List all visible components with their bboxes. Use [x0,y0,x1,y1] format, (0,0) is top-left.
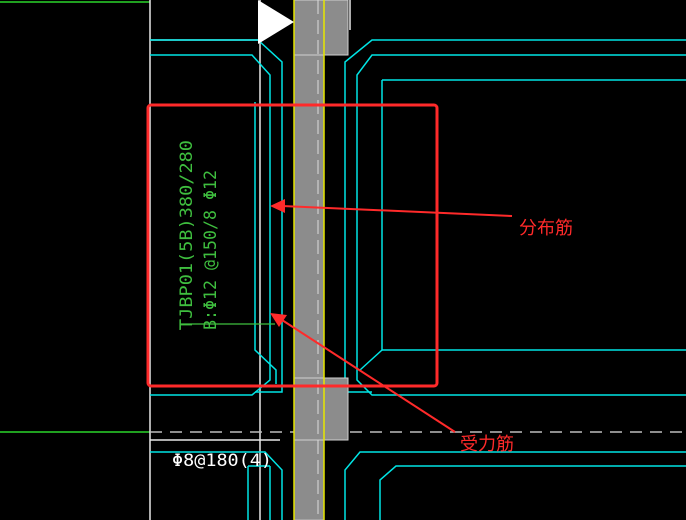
beam-column-top [293,0,349,56]
arrow-distribution [281,205,513,217]
beam-label-line2: B:Φ12 @150/8 Φ12 [201,170,220,330]
arrowhead-stressed-icon [270,313,287,327]
annotation-stressed-rebar: 受力筋 [460,434,514,455]
beam-body [293,54,325,520]
annotation-distribution-rebar: 分布筋 [519,218,573,239]
beam-label-line1: TJBP01(5B)380/280 [177,140,196,330]
highlight-box [146,103,439,388]
beam[interactable] [293,0,349,520]
foundation-outlines [150,39,686,520]
triangle-marker-icon[interactable] [258,0,294,44]
arrow-stressed [281,319,456,433]
beam-label-group: TJBP01(5B)380/280 B:Φ12 @150/8 Φ12 [177,140,220,330]
beam-column-bottom [293,377,349,441]
beam-label-leader [179,320,275,330]
arrowhead-distribution-icon [270,199,285,213]
annotation-arrows [270,199,513,433]
stirrup-text: Φ8@180(4) [172,451,272,471]
